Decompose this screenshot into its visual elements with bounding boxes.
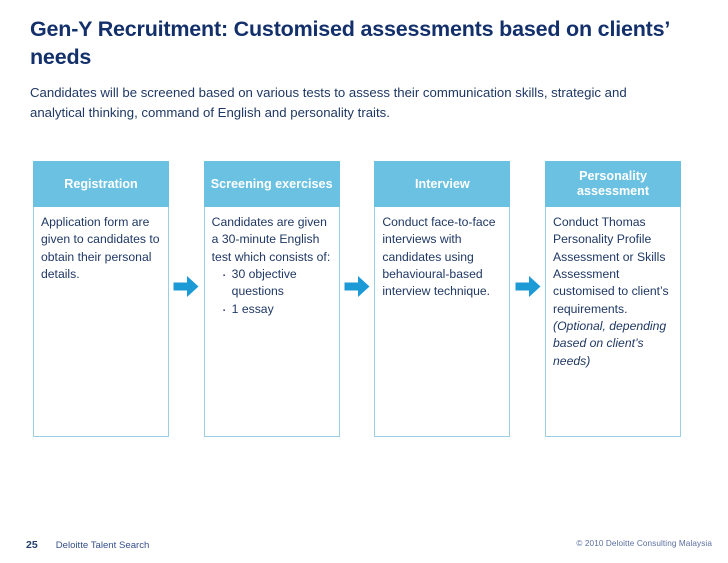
process-step-header: Interview [374, 161, 511, 207]
process-step-paragraph: Conduct Thomas Personality Profile Asses… [553, 215, 669, 316]
copyright-notice: © 2010 Deloitte Consulting Malaysia [576, 539, 712, 548]
process-step-header: Screening exercises [203, 161, 340, 207]
process-step-paragraph: Candidates are given a 30-minute English… [211, 215, 331, 264]
process-step-body: Conduct face-to-face interviews with can… [374, 207, 511, 437]
process-step-paragraph: Application form are given to candidates… [41, 215, 160, 281]
process-step-body: Conduct Thomas Personality Profile Asses… [545, 207, 682, 437]
list-item: 30 objective questions [221, 265, 332, 301]
deck-label: Deloitte Talent Search [55, 540, 150, 551]
list-item: 1 essay [221, 300, 332, 320]
title-block: Gen-Y Recruitment: Customised assessment… [30, 16, 680, 71]
flow-gap [169, 161, 204, 437]
process-step-interview[interactable]: Interview Conduct face-to-face interview… [374, 161, 511, 437]
process-step-registration[interactable]: Registration Application form are given … [33, 161, 169, 437]
page-number: 25 [26, 539, 38, 551]
process-step-bullets: 30 objective questions 1 essay [212, 265, 332, 320]
process-step-header: Personality assessment [545, 161, 682, 207]
flow-gap [340, 161, 375, 437]
page-subtitle: Candidates will be screened based on var… [30, 85, 627, 120]
process-step-paragraph: Conduct face-to-face interviews with can… [382, 215, 496, 299]
process-step-note: (Optional, depending based on client’s n… [553, 318, 667, 368]
process-step-header: Registration [33, 161, 169, 207]
footer-left: 25 Deloitte Talent Search [26, 539, 149, 551]
flow-gap [510, 161, 545, 437]
process-flow: Registration Application form are given … [33, 161, 682, 437]
process-step-body: Application form are given to candidates… [33, 207, 169, 437]
arrow-right-icon [173, 273, 200, 300]
page-title: Gen-Y Recruitment: Customised assessment… [30, 17, 669, 69]
process-step-body: Candidates are given a 30-minute English… [203, 207, 340, 437]
process-step-screening-exercises[interactable]: Screening exercises Candidates are given… [203, 161, 340, 437]
process-step-personality-assessment[interactable]: Personality assessment Conduct Thomas Pe… [545, 161, 682, 437]
arrow-right-icon [344, 273, 371, 300]
arrow-right-icon [514, 273, 541, 300]
